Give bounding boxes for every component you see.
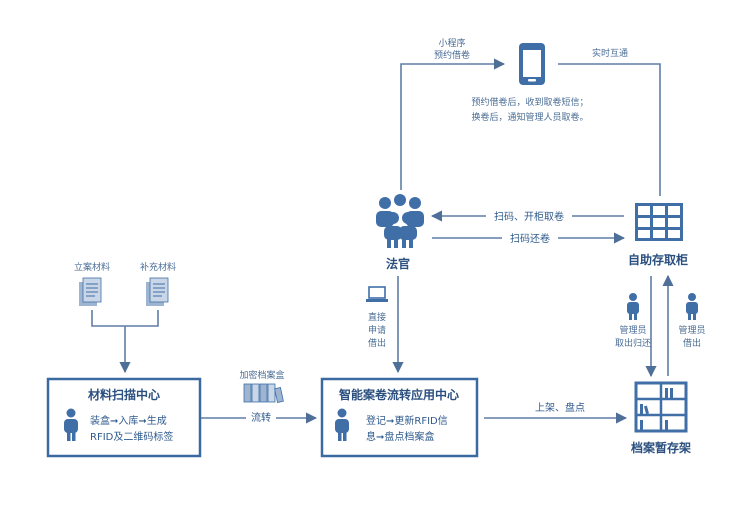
supplement-material-label: 补充材料 [140, 261, 176, 273]
locker-title: 自助存取柜 [628, 252, 688, 267]
direct-label-1: 直接 [368, 311, 386, 323]
person-icon [64, 408, 78, 441]
app-center-title: 智能案卷流转应用中心 [338, 387, 459, 402]
supplement-material-doc-icon [146, 277, 169, 306]
scan-return-label: 扫码还卷 [510, 232, 550, 245]
archive-box-icon [243, 383, 284, 403]
encrypted-box-label: 加密档案盒 [239, 369, 284, 381]
direct-label-3: 借出 [368, 337, 386, 349]
case-material-label: 立案材料 [74, 261, 110, 273]
scan-open-label: 扫码、开柜取卷 [494, 210, 564, 223]
judge-group-icon [376, 194, 424, 248]
material-scan-center-box: 材料扫描中心 装盒➞入库➞生成 RFID及二维码标签 [46, 377, 202, 458]
app-center-line2: 息➞盘点档案盒 [366, 430, 434, 443]
material-scan-line2: RFID及二维码标签 [90, 430, 173, 443]
material-scan-title: 材料扫描中心 [87, 387, 160, 402]
phone-note-2: 换卷后，通知管理人员取卷。 [471, 111, 588, 123]
admin-out-label-1: 管理员 [678, 324, 705, 336]
locker-icon [635, 203, 683, 241]
mini-program-label-2: 预约借卷 [434, 49, 470, 61]
admin-return-person-icon [627, 293, 639, 320]
judge-to-phone-arrow [400, 58, 506, 190]
material-scan-line1: 装盒➞入库➞生成 [90, 414, 167, 427]
app-center-line1: 登记➞更新RFID信 [366, 414, 448, 427]
admin-return-label-2: 取出归还 [615, 337, 651, 349]
realtime-label: 实时互通 [592, 47, 628, 59]
shelf-icon [634, 381, 688, 433]
shelf-title: 档案暂存架 [631, 440, 691, 455]
person-icon [335, 408, 349, 441]
shelve-label: 上架、盘点 [535, 401, 585, 414]
judge-title: 法官 [386, 256, 410, 271]
direct-label-2: 申请 [368, 324, 386, 336]
phone-to-locker-line [558, 63, 661, 196]
doc-merge-line [91, 310, 159, 327]
phone-note-1: 预约借卷后，收到取卷短信； [471, 96, 588, 108]
phone-icon [519, 43, 545, 85]
mini-program-label-1: 小程序 [438, 37, 465, 49]
circulate-label: 流转 [251, 411, 271, 424]
admin-out-label-2: 借出 [683, 337, 701, 349]
admin-return-label-1: 管理员 [619, 324, 646, 336]
app-center-box: 智能案卷流转应用中心 登记➞更新RFID信 息➞盘点档案盒 [320, 377, 479, 458]
admin-out-person-icon [686, 293, 698, 320]
case-material-doc-icon [79, 277, 102, 306]
laptop-icon [366, 286, 388, 302]
